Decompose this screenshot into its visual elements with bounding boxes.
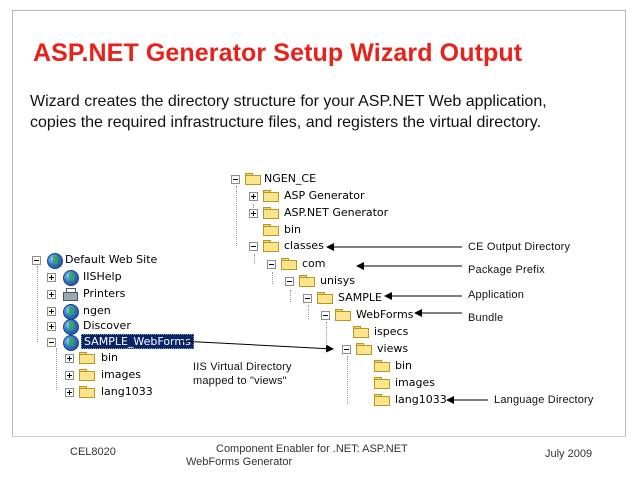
tree-connector: [236, 186, 237, 246]
folder-label: ASP Generator: [284, 189, 365, 202]
folder-icon: [263, 224, 279, 236]
site-label: IISHelp: [83, 270, 122, 283]
tree-connector: [254, 254, 255, 264]
footer-center-line1: Component Enabler for .NET: ASP.NET: [216, 443, 408, 455]
footer-course: CEL8020: [70, 446, 116, 458]
folder-label: ASP.NET Generator: [284, 206, 389, 219]
site-label: Discover: [83, 319, 131, 332]
callout-ce-output: CE Output Directory: [468, 241, 571, 253]
collapse-icon[interactable]: [249, 242, 258, 251]
expand-icon[interactable]: [47, 307, 56, 316]
folder-label: com: [302, 257, 326, 270]
folder-icon: [79, 369, 95, 381]
collapse-icon[interactable]: [342, 345, 351, 354]
globe-icon: [63, 270, 79, 286]
folder-label: lang1033: [101, 385, 153, 398]
folder-icon: [263, 240, 279, 252]
collapse-icon[interactable]: [303, 294, 312, 303]
folder-label: classes: [284, 239, 324, 252]
globe-icon: [47, 253, 63, 269]
folder-icon: [281, 258, 297, 270]
site-label: Default Web Site: [65, 253, 158, 266]
footer-date: July 2009: [545, 448, 593, 460]
page-title: ASP.NET Generator Setup Wizard Output: [33, 39, 523, 67]
folder-label: SAMPLE: [338, 291, 382, 304]
folder-label: NGEN_CE: [264, 172, 317, 185]
folder-icon: [374, 394, 390, 406]
arrow-iis-virtual: [179, 340, 334, 353]
folder-icon: [263, 207, 279, 219]
collapse-icon[interactable]: [231, 175, 240, 184]
folder-label: bin: [101, 351, 119, 364]
collapse-icon[interactable]: [321, 311, 330, 320]
tree-connector: [37, 266, 38, 342]
folder-icon: [263, 190, 279, 202]
tree-connector: [347, 356, 348, 404]
callout-language-directory: Language Directory: [494, 394, 594, 406]
tree-connector: [56, 348, 57, 390]
expand-icon[interactable]: [47, 290, 56, 299]
globe-icon: [63, 319, 79, 335]
folder-label: images: [395, 376, 435, 389]
callout-iis-virtual-line1: IIS Virtual Directory: [193, 361, 292, 373]
folder-label: images: [101, 368, 141, 381]
expand-icon[interactable]: [65, 371, 74, 380]
description-text: Wizard creates the directory structure f…: [30, 93, 547, 131]
folder-icon: [79, 352, 95, 364]
callout-application: Application: [468, 289, 525, 301]
selected-site-label: SAMPLE_WebForms: [81, 334, 194, 349]
tree-connector: [272, 272, 273, 284]
folder-icon: [245, 173, 261, 185]
folder-icon: [374, 377, 390, 389]
callout-package-prefix: Package Prefix: [468, 264, 545, 276]
footer-center-line2: WebForms Generator: [186, 456, 293, 468]
expand-icon[interactable]: [249, 209, 258, 218]
expand-icon[interactable]: [65, 388, 74, 397]
folder-label: bin: [284, 223, 302, 236]
folder-label: lang1033: [395, 393, 447, 406]
tree-connector: [290, 290, 291, 302]
printer-icon: [63, 288, 78, 301]
site-label: ngen: [83, 304, 111, 317]
globe-icon: [63, 335, 79, 351]
folder-icon: [374, 360, 390, 372]
folder-icon: [335, 309, 351, 321]
expand-icon[interactable]: [249, 192, 258, 201]
folder-icon: [356, 343, 372, 355]
footer-divider: [12, 436, 626, 437]
callout-bundle: Bundle: [468, 312, 504, 324]
folder-icon: [79, 386, 95, 398]
folder-icon: [353, 326, 369, 338]
folder-label: WebForms: [356, 308, 414, 321]
site-label: Printers: [83, 287, 126, 300]
collapse-icon[interactable]: [267, 260, 276, 269]
tree-connector: [308, 305, 309, 319]
collapse-icon[interactable]: [47, 338, 56, 347]
collapse-icon[interactable]: [32, 256, 41, 265]
folder-label: ispecs: [374, 325, 409, 338]
folder-label: unisys: [320, 274, 355, 287]
collapse-icon[interactable]: [285, 277, 294, 286]
folder-label: views: [377, 342, 409, 355]
callout-iis-virtual-line2: mapped to "views": [193, 375, 287, 387]
folder-icon: [299, 275, 315, 287]
expand-icon[interactable]: [47, 322, 56, 331]
folder-label: bin: [395, 359, 413, 372]
tree-connector: [326, 322, 327, 352]
expand-icon[interactable]: [65, 354, 74, 363]
folder-icon: [317, 292, 333, 304]
expand-icon[interactable]: [47, 273, 56, 282]
